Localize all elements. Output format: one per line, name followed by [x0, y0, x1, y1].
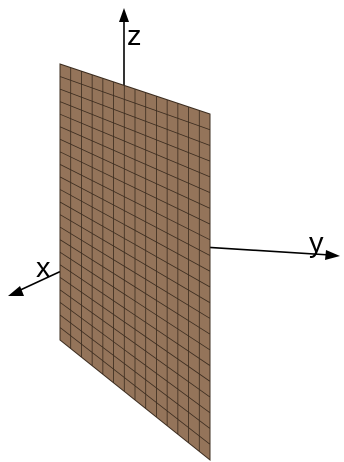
plane-grid-line-horizontal: [59, 76, 211, 131]
plane-grid-line-horizontal: [59, 113, 211, 178]
plane-grid-line-horizontal: [59, 239, 211, 335]
plane-grid-line-horizontal: [59, 151, 211, 225]
plane-grid-line-horizontal: [59, 226, 211, 319]
plane-grid-line-horizontal: [59, 214, 211, 304]
y-axis-arrowhead: [325, 250, 340, 260]
z-axis-label: z: [127, 20, 142, 52]
plane-grid-line-horizontal: [59, 264, 211, 366]
plane-grid-line-horizontal: [59, 302, 211, 414]
plane-grid-line-horizontal: [59, 138, 211, 209]
plane-grid-line-horizontal: [59, 201, 211, 288]
plane-grid-line-horizontal: [59, 164, 211, 241]
plane-grid-line-horizontal: [59, 126, 211, 194]
plane-grid-line-horizontal: [59, 276, 211, 382]
plane-grid-line-horizontal: [59, 189, 211, 272]
plane-grid-line-horizontal: [59, 289, 211, 398]
plane-grid-line-horizontal: [59, 251, 211, 351]
plane-grid-line-horizontal: [59, 176, 211, 256]
plane-grid-line-horizontal: [59, 327, 211, 445]
z-axis-arrowhead: [119, 8, 129, 22]
plane-grid-line-horizontal: [59, 88, 211, 146]
x-axis-arrowhead: [8, 286, 24, 296]
x-axis-label: x: [36, 252, 51, 284]
plane-grid-line-horizontal: [59, 314, 211, 429]
plane-grid-line-horizontal: [59, 101, 211, 162]
y-axis-label: y: [309, 227, 324, 259]
plane-grid: [59, 67, 211, 452]
coordinate-plane: [59, 63, 211, 462]
